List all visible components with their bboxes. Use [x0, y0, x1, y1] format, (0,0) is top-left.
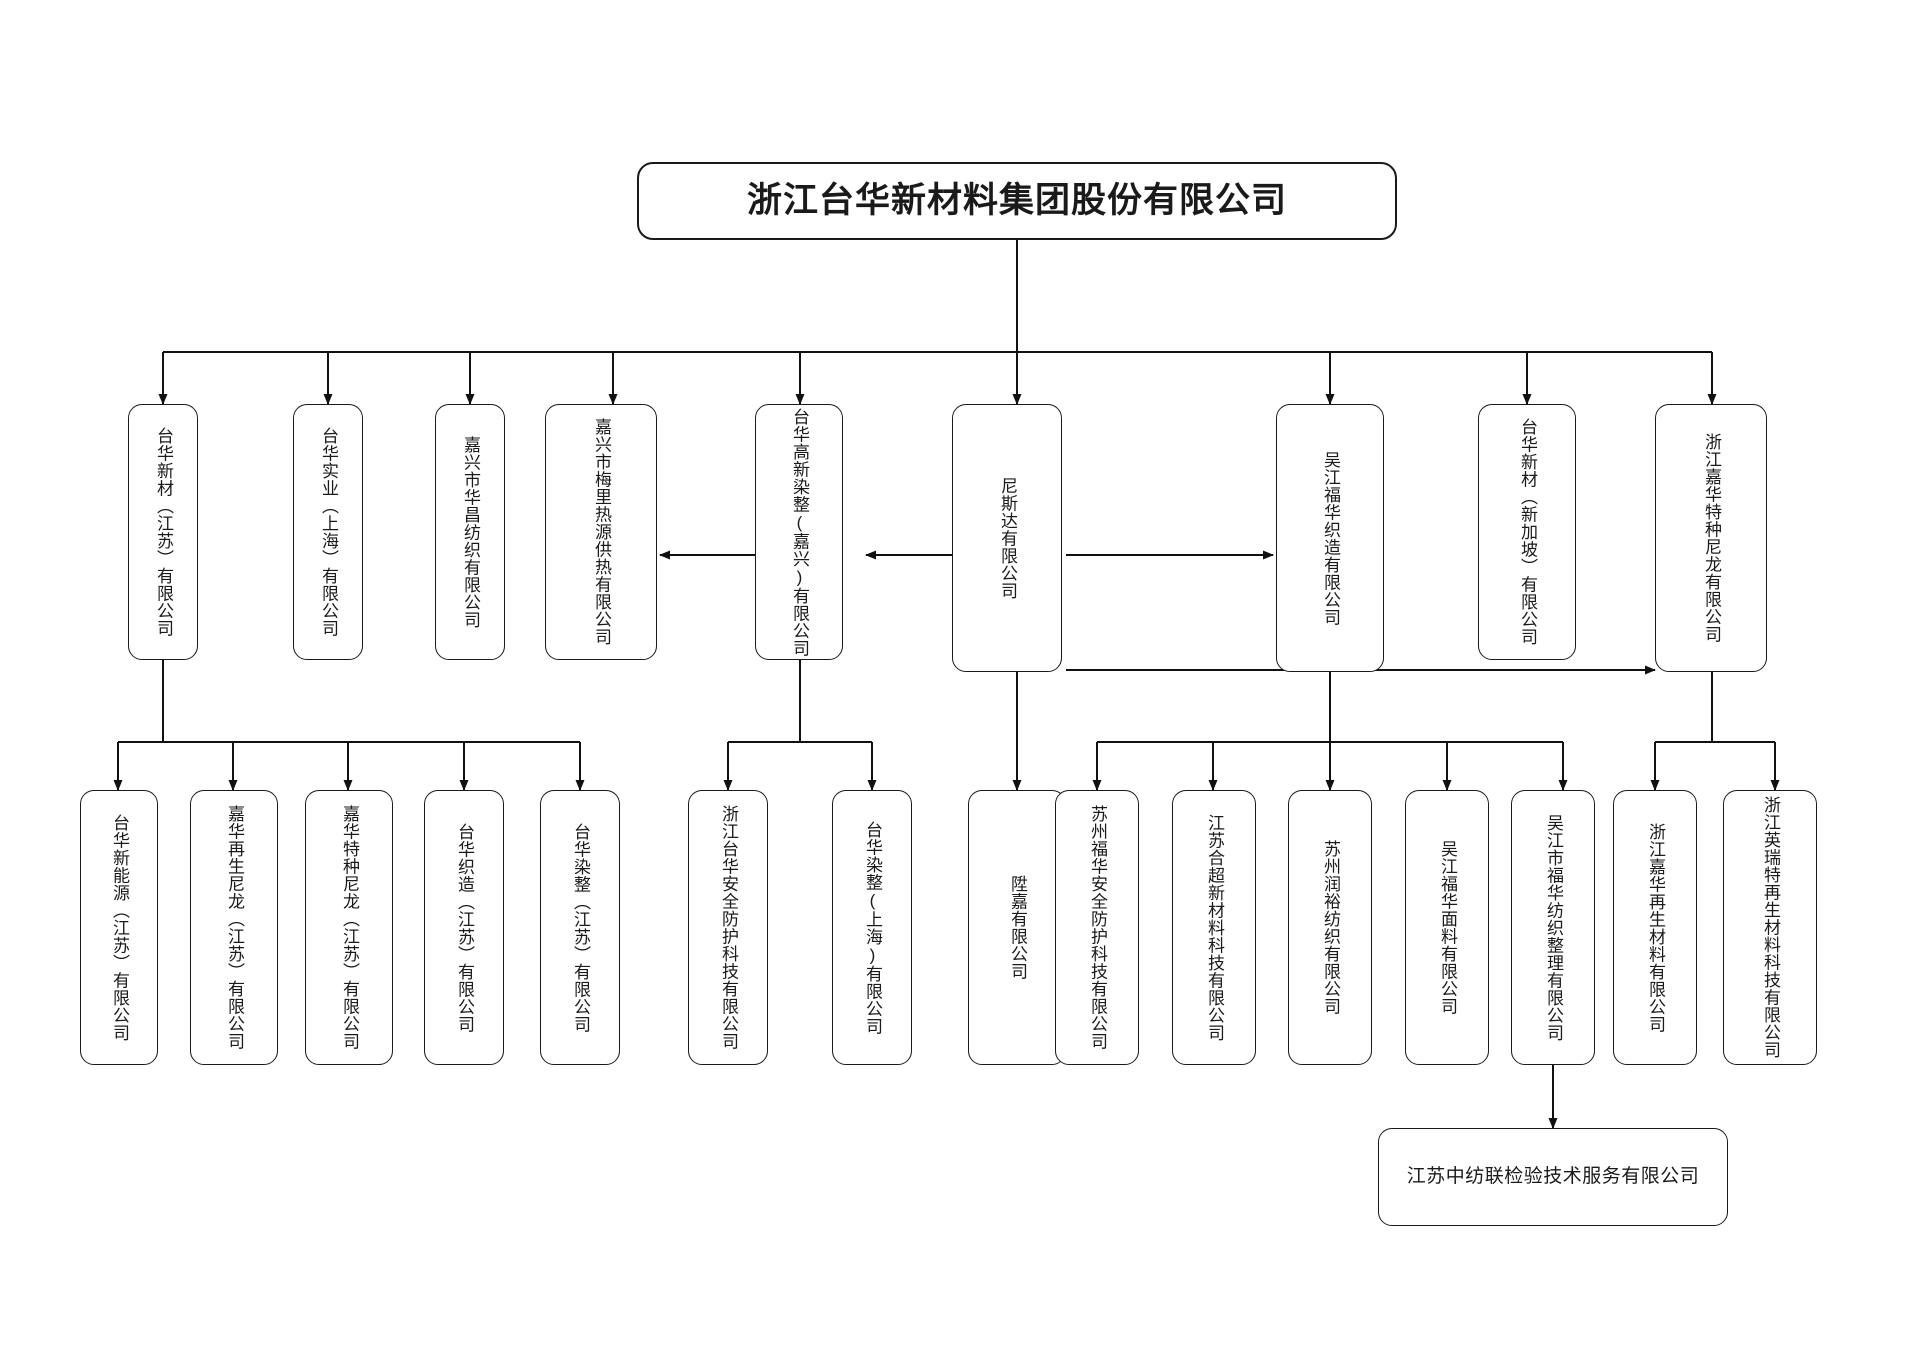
level2-label-24: 浙江英瑞特再生材料科技有限公司 [1761, 796, 1780, 1059]
root-company-label: 浙江台华新材料集团股份有限公司 [746, 181, 1287, 221]
level2-label-14: 台华染整（江苏）有限公司 [571, 822, 590, 1033]
level1-label-8: 台华新材（新加坡）有限公司 [1518, 418, 1537, 646]
level2-label-12: 嘉华特种尼龙（江苏）有限公司 [340, 805, 359, 1050]
level1-label-9: 浙江嘉华特种尼龙有限公司 [1702, 433, 1721, 643]
level1-label-7: 吴江福华织造有限公司 [1321, 450, 1340, 626]
level2-node-11[interactable]: 嘉华再生尼龙（江苏）有限公司 [190, 790, 278, 1065]
level2-node-24[interactable]: 浙江英瑞特再生材料科技有限公司 [1723, 790, 1817, 1065]
level2-label-15: 浙江台华安全防护科技有限公司 [719, 805, 738, 1050]
level1-node-6[interactable]: 尼斯达有限公司 [952, 404, 1062, 672]
level2-node-16[interactable]: 台华染整(上海)有限公司 [832, 790, 912, 1065]
level1-node-3[interactable]: 嘉兴市华昌纺织有限公司 [435, 404, 505, 660]
level2-label-13: 台华织造（江苏）有限公司 [455, 822, 474, 1033]
level2-node-14[interactable]: 台华染整（江苏）有限公司 [540, 790, 620, 1065]
level2-node-23[interactable]: 浙江嘉华再生材料有限公司 [1613, 790, 1697, 1065]
level1-node-8[interactable]: 台华新材（新加坡）有限公司 [1478, 404, 1576, 660]
level1-node-5[interactable]: 台华高新染整(嘉兴)有限公司 [755, 404, 843, 660]
level2-label-11: 嘉华再生尼龙（江苏）有限公司 [225, 805, 244, 1050]
level2-label-19: 江苏合超新材料科技有限公司 [1205, 813, 1224, 1042]
root-company-node[interactable]: 浙江台华新材料集团股份有限公司 [637, 162, 1397, 240]
level2-node-22[interactable]: 吴江市福华纺织整理有限公司 [1511, 790, 1595, 1065]
level2-node-21[interactable]: 吴江福华面料有限公司 [1405, 790, 1489, 1065]
level1-node-7[interactable]: 吴江福华织造有限公司 [1276, 404, 1384, 672]
level1-label-3: 嘉兴市华昌纺织有限公司 [461, 435, 480, 629]
level2-node-18[interactable]: 苏州福华安全防护科技有限公司 [1055, 790, 1139, 1065]
level2-label-20: 苏州润裕纺织有限公司 [1321, 840, 1340, 1015]
level2-node-12[interactable]: 嘉华特种尼龙（江苏）有限公司 [305, 790, 393, 1065]
level1-label-4: 嘉兴市梅里热源供热有限公司 [592, 418, 611, 646]
level2-label-22: 吴江市福华纺织整理有限公司 [1544, 813, 1563, 1042]
level1-node-2[interactable]: 台华实业（上海）有限公司 [293, 404, 363, 660]
level2-label-10: 台华新能源（江苏）有限公司 [110, 813, 129, 1042]
level1-node-1[interactable]: 台华新材（江苏）有限公司 [128, 404, 198, 660]
level1-node-4[interactable]: 嘉兴市梅里热源供热有限公司 [545, 404, 657, 660]
level2-node-19[interactable]: 江苏合超新材料科技有限公司 [1172, 790, 1256, 1065]
level1-node-9[interactable]: 浙江嘉华特种尼龙有限公司 [1655, 404, 1767, 672]
level1-label-5: 台华高新染整(嘉兴)有限公司 [790, 407, 809, 657]
level2-node-10[interactable]: 台华新能源（江苏）有限公司 [80, 790, 158, 1065]
level1-label-2: 台华实业（上海）有限公司 [319, 427, 338, 637]
level2-label-23: 浙江嘉华再生材料有限公司 [1646, 822, 1665, 1033]
level2-node-20[interactable]: 苏州润裕纺织有限公司 [1288, 790, 1372, 1065]
level3-node-25[interactable]: 江苏中纺联检验技术服务有限公司 [1378, 1128, 1728, 1226]
level2-node-17[interactable]: 陞嘉有限公司 [968, 790, 1066, 1065]
level3-label-25: 江苏中纺联检验技术服务有限公司 [1406, 1165, 1700, 1187]
level2-node-15[interactable]: 浙江台华安全防护科技有限公司 [688, 790, 768, 1065]
level2-label-21: 吴江福华面料有限公司 [1438, 840, 1457, 1015]
level1-label-6: 尼斯达有限公司 [998, 476, 1017, 600]
level1-label-1: 台华新材（江苏）有限公司 [154, 427, 173, 637]
level2-label-16: 台华染整(上海)有限公司 [863, 820, 882, 1035]
level2-label-18: 苏州福华安全防护科技有限公司 [1088, 805, 1107, 1050]
level2-label-17: 陞嘉有限公司 [1008, 875, 1027, 980]
level2-node-13[interactable]: 台华织造（江苏）有限公司 [424, 790, 504, 1065]
